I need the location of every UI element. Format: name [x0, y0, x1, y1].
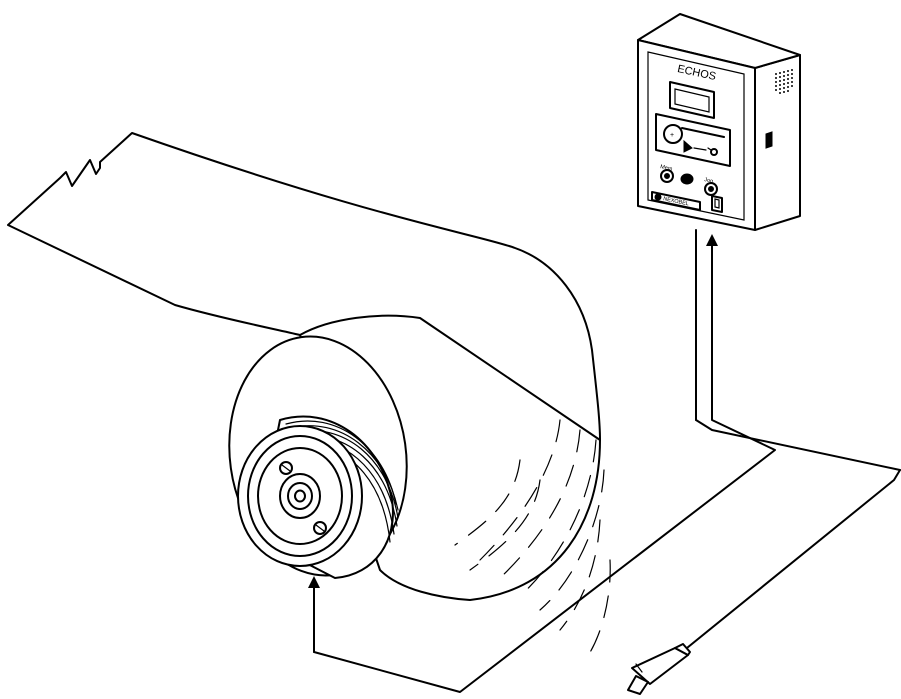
jog-button-label: Jog	[704, 177, 714, 185]
schematic-sensor-icon	[683, 139, 693, 153]
ultrasonic-waves	[454, 419, 611, 661]
schematic-roll-icon	[663, 124, 683, 144]
side-latch	[765, 131, 773, 149]
mem-button-label: Mem	[660, 164, 674, 172]
hub-center-bore	[294, 489, 306, 503]
selector-knob[interactable]	[680, 173, 694, 185]
cable-sensor-to-controller	[681, 229, 901, 653]
ultrasonic-sensor	[627, 643, 691, 695]
controller-side	[754, 54, 801, 231]
key-switch[interactable]	[711, 195, 723, 213]
logo-plate	[651, 191, 701, 211]
svg-text:+: +	[670, 132, 674, 139]
roll-hub	[237, 415, 399, 579]
vent-grille	[775, 69, 793, 94]
logo-mark	[654, 193, 662, 201]
cable-roll-to-controller	[308, 234, 776, 693]
controller-box: ECHOS + Mem Jog NEXOBEL	[637, 13, 801, 231]
logo-text: NEXOBEL	[663, 196, 690, 207]
hub-screws	[279, 461, 327, 535]
